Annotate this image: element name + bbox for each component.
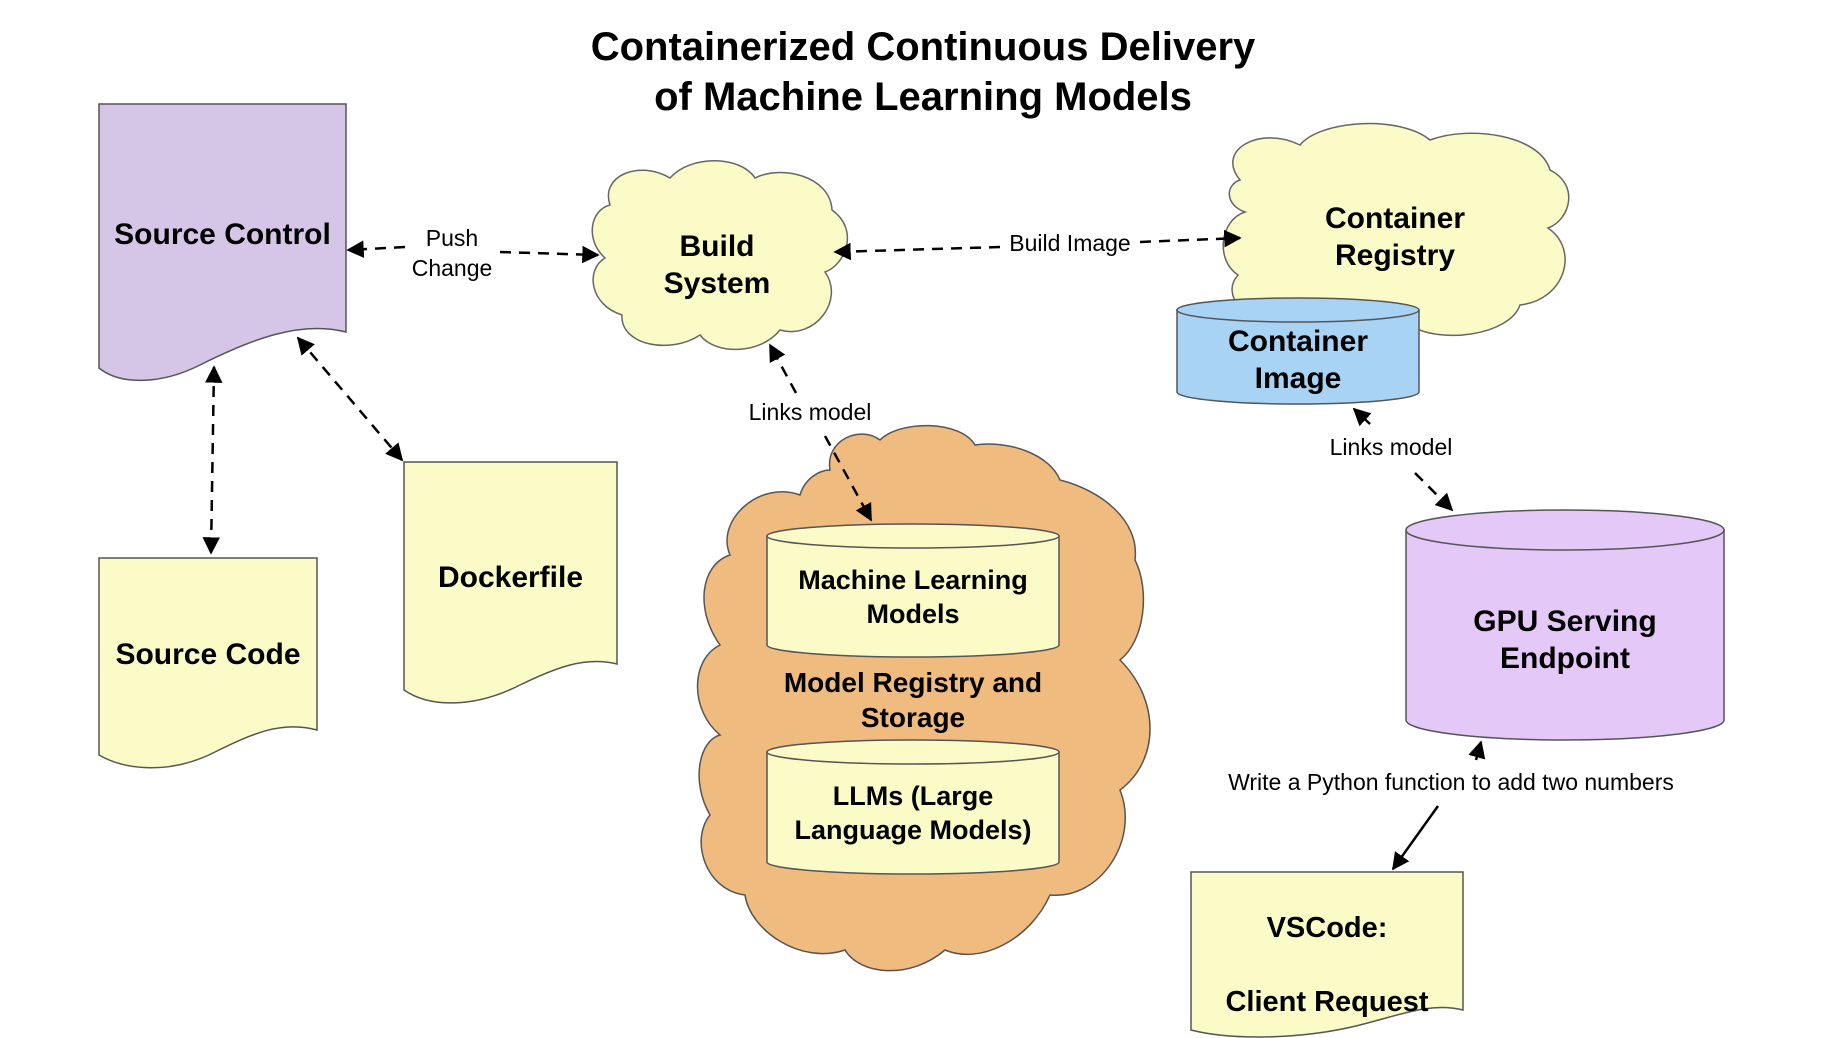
- edge-links-model-build-top: [768, 343, 798, 394]
- container-image-label: Container Image: [1177, 322, 1419, 398]
- llms-label-line-1: LLMs (Large: [832, 781, 994, 812]
- edge-label-push-change: Push Change: [400, 224, 504, 284]
- ml-models-label-line-2: Models: [866, 599, 960, 629]
- build-system-label-line-2: System: [663, 267, 771, 300]
- edge-label-build-image: Build Image: [1009, 230, 1131, 256]
- edge-build-image-left: [833, 242, 1001, 261]
- source-control-label: Source Control: [114, 218, 331, 252]
- model-registry-label-line-2: Storage: [860, 702, 966, 733]
- vscode-label-line-1: VSCode:: [1266, 911, 1388, 944]
- edge-push-change-left: [346, 240, 406, 258]
- build-system-label-line-1: Build: [679, 229, 755, 263]
- vscode-label-line-2: Client Request: [1225, 985, 1429, 1018]
- build-system-cloud: [591, 160, 849, 351]
- edge-links-model-build-bottom: [823, 435, 873, 522]
- container-registry-label: Container Registry: [1270, 192, 1520, 282]
- edge-push-change-right: [499, 245, 600, 264]
- llms-label: LLMs (Large Language Models): [767, 776, 1059, 852]
- edge-label-links-model-registry: Links model: [1329, 434, 1453, 460]
- edge-links-model-registry-bottom: [1414, 472, 1454, 512]
- source-code-shape: [98, 557, 318, 769]
- edge-label-push-change-line-2: Change: [411, 254, 493, 281]
- edge-build-image-right: [1139, 229, 1242, 248]
- gpu-endpoint-label-line-1: GPU Serving: [1473, 604, 1657, 638]
- gpu-endpoint-label: GPU Serving Endpoint: [1406, 595, 1724, 685]
- dockerfile-shape: [403, 461, 618, 704]
- diagram-title-line-2: of Machine Learning Models: [654, 75, 1192, 119]
- container-image-label-line-1: Container: [1227, 324, 1368, 358]
- model-registry-label-line-1: Model Registry and: [783, 667, 1043, 698]
- container-image-cylinder: [1176, 297, 1420, 405]
- build-system-label: Build System: [622, 220, 812, 310]
- edge-client-request-top: [1468, 740, 1486, 761]
- gpu-endpoint-cylinder: [1405, 509, 1725, 741]
- source-control-shape: [98, 103, 347, 382]
- container-registry-label-line-1: Container: [1324, 201, 1465, 235]
- edge-source-control-dockerfile: [296, 336, 404, 462]
- ml-models-label: Machine Learning Models: [767, 560, 1059, 636]
- diagram-title-line-1: Containerized Continuous Delivery: [590, 25, 1256, 69]
- edge-label-push-change-line-1: Push: [425, 225, 479, 251]
- edge-client-request-bottom: [1391, 805, 1440, 871]
- llms-label-line-2: Language Models): [794, 815, 1032, 845]
- dockerfile-label: Dockerfile: [437, 561, 584, 595]
- container-image-label-line-2: Image: [1254, 362, 1342, 395]
- edge-source-control-source-code: [202, 365, 223, 555]
- source-code-label: Source Code: [115, 638, 301, 672]
- ml-models-cylinder: [766, 523, 1060, 658]
- llms-cylinder: [766, 739, 1060, 875]
- vscode-shape: [1190, 871, 1464, 1038]
- edge-label-links-model-build: Links model: [748, 399, 872, 425]
- ml-models-label-line-1: Machine Learning: [798, 565, 1028, 596]
- container-registry-cloud: [1222, 122, 1570, 341]
- model-registry-label: Model Registry and Storage: [740, 662, 1086, 738]
- gpu-endpoint-label-line-2: Endpoint: [1500, 642, 1630, 675]
- edge-label-client-request-text: Write a Python function to add two numbe…: [1228, 769, 1674, 795]
- edge-links-model-registry-top: [1352, 407, 1372, 427]
- container-registry-label-line-2: Registry: [1334, 239, 1456, 272]
